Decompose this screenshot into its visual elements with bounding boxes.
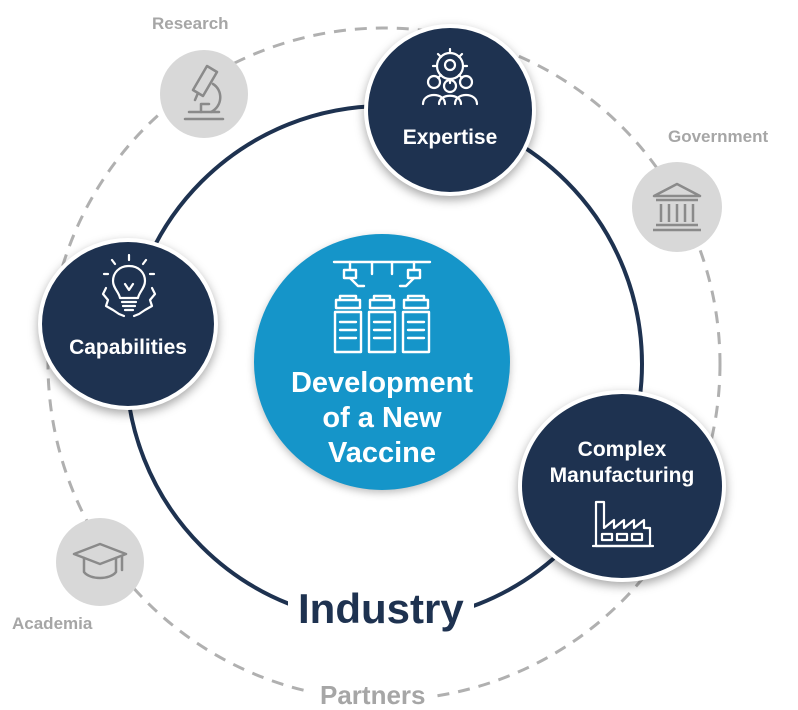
lightbulb-gear-icon (101, 254, 157, 318)
team-gear-icon (421, 48, 479, 106)
factory-icon (592, 500, 654, 548)
academia-node (56, 518, 144, 606)
partners-label: Partners (312, 680, 434, 710)
center-title-line-3: Vaccine (327, 437, 437, 469)
government-node (632, 162, 722, 252)
expertise-label: Expertise (402, 126, 498, 149)
capabilities-label: Capabilities (69, 336, 187, 359)
manufacturing-label-line-1: Complex (577, 438, 667, 461)
government-building-icon (652, 182, 702, 232)
center-title-line-1: Development (290, 367, 474, 399)
graduation-cap-icon (72, 542, 128, 580)
academia-label: Academia (12, 614, 93, 633)
research-label: Research (152, 14, 229, 33)
manufacturing-node: Complex Manufacturing (518, 390, 726, 582)
expertise-node: Expertise (364, 24, 536, 196)
research-node (160, 50, 248, 138)
vaccine-production-icon (332, 260, 432, 354)
microscope-icon (183, 64, 225, 121)
center-node: Development of a New Vaccine (254, 234, 510, 490)
center-title-line-2: of a New (322, 402, 442, 434)
government-label: Government (668, 127, 769, 146)
industry-label: Industry (288, 583, 474, 635)
capabilities-node: Capabilities (38, 238, 218, 410)
manufacturing-label-line-2: Manufacturing (549, 464, 695, 487)
